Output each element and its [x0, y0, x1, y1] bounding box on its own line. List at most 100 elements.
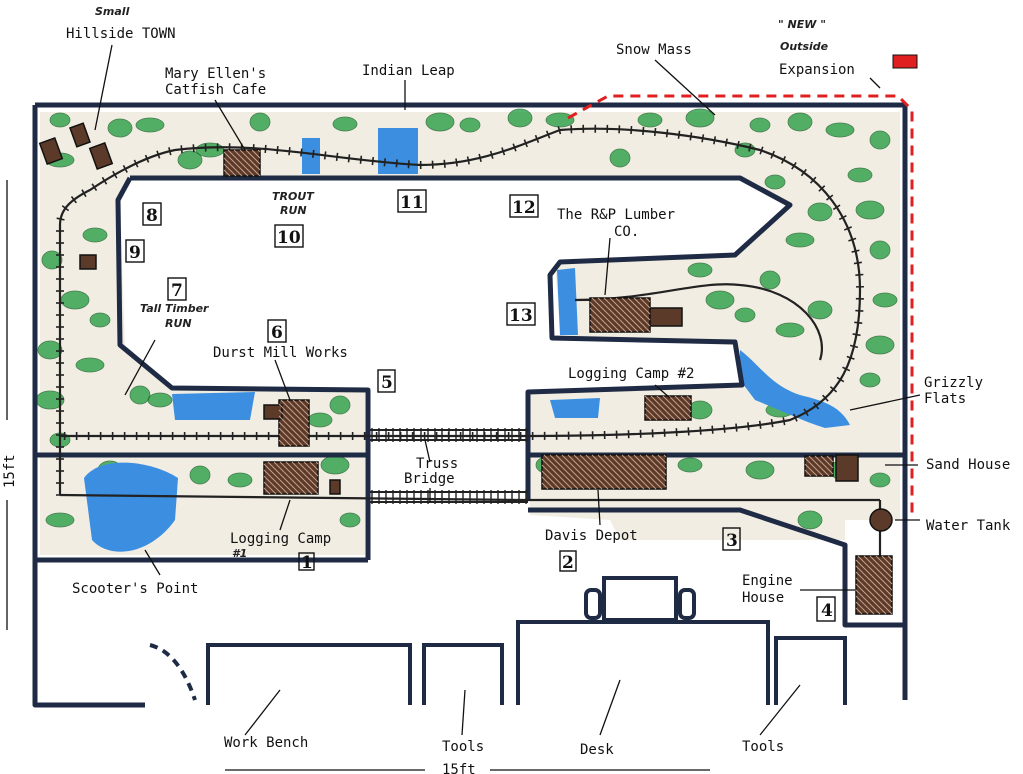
label-tall-timber: Tall Timber [140, 302, 209, 315]
tree-clump [847, 167, 873, 183]
label-outside: Outside [780, 40, 829, 53]
label-new: " NEW " [778, 18, 826, 31]
tree-clump [749, 117, 771, 133]
svg-text:5: 5 [381, 373, 393, 393]
svg-text:6: 6 [271, 323, 283, 343]
tree-clump [869, 472, 891, 488]
tree-clump [425, 112, 455, 132]
tree-clump [869, 130, 891, 150]
water-bodies [84, 128, 850, 552]
station-markers: 1 2 3 4 5 6 7 8 9 10 11 12 13 [125, 189, 836, 622]
label-sand-house: Sand House [926, 457, 1010, 473]
logging-camp-2-pond [550, 398, 600, 418]
track-ties [55, 124, 864, 496]
tree-clump [332, 116, 358, 132]
tree-clump [855, 200, 885, 220]
tree-clump [785, 232, 815, 248]
label-engine-house: House [742, 590, 784, 606]
logging-camp-1-shed [329, 479, 341, 495]
tree-clump [135, 117, 165, 133]
tree-clump [82, 227, 108, 243]
scenery-ground [40, 112, 900, 555]
depot-edge [528, 507, 905, 628]
svg-text:12: 12 [512, 198, 536, 218]
durst-mill-pond [172, 392, 255, 420]
station-2: 2 [559, 550, 577, 573]
label-tall-timber-run: RUN [165, 317, 192, 330]
speaker-left [584, 588, 602, 620]
label-truss: Truss [416, 456, 458, 472]
label-indian-leap: Indian Leap [362, 63, 455, 79]
tools-left-outline [422, 643, 504, 705]
durst-mill-annex [263, 404, 283, 420]
tree-clump [89, 312, 111, 328]
label-catfish-cafe: Catfish Cafe [165, 82, 266, 98]
tree-clump [507, 108, 533, 128]
tree-clump [734, 307, 756, 323]
hillside-house-3 [88, 141, 114, 171]
station-8: 8 [142, 202, 162, 226]
label-dimension-bottom: 15ft [442, 762, 476, 774]
tree-clump [107, 118, 133, 138]
svg-text:8: 8 [146, 206, 158, 226]
station-4: 4 [816, 596, 836, 622]
label-durst-mill: Durst Mill Works [213, 345, 348, 361]
lumber-spur [574, 283, 823, 361]
tree-clump [759, 270, 781, 290]
label-engine: Engine [742, 573, 793, 589]
svg-text:4: 4 [821, 601, 833, 621]
station-1: 1 [298, 552, 315, 573]
label-dimension-side: 15ft [2, 454, 18, 488]
tall-timber-cabin [79, 254, 97, 270]
station-5: 5 [377, 369, 396, 393]
station-9: 9 [125, 239, 145, 263]
dimension-lines [6, 180, 710, 771]
tree-clump [45, 512, 75, 528]
label-tools-right: Tools [742, 739, 784, 755]
water-tank-shape [869, 508, 893, 532]
label-logging-camp-1: Logging Camp [230, 531, 331, 547]
label-desk: Desk [580, 742, 614, 758]
tree-clump [320, 455, 350, 475]
speaker-right [678, 588, 696, 620]
tree-clump [787, 112, 813, 132]
label-trout-run: RUN [280, 204, 307, 217]
station-6: 6 [267, 319, 287, 343]
inner-aisle-edge [130, 175, 793, 500]
station-13: 13 [506, 302, 536, 326]
label-tools-left: Tools [442, 739, 484, 755]
tree-clump [129, 385, 151, 405]
tree-clump [37, 340, 63, 360]
tree-clump [147, 392, 173, 408]
label-expansion: Expansion [779, 62, 855, 78]
tree-clump [859, 372, 881, 388]
tree-clump [797, 510, 823, 530]
svg-text:3: 3 [726, 531, 738, 551]
label-davis-depot: Davis Depot [545, 528, 638, 544]
expansion-marker [892, 54, 918, 69]
tree-clump [865, 335, 895, 355]
hillside-house-2 [69, 122, 91, 148]
label-work-bench: Work Bench [224, 735, 308, 751]
lower-siding [59, 493, 880, 502]
scooters-point-lake [84, 462, 178, 552]
tree-clump [459, 117, 481, 133]
svg-text:2: 2 [562, 553, 574, 573]
hillside-house-1 [38, 136, 64, 166]
tree-clump [227, 472, 253, 488]
station-3: 3 [722, 527, 741, 551]
sand-house-annex [835, 454, 859, 482]
label-rp-lumber-co: CO. [614, 224, 639, 240]
label-trout: TROUT [272, 190, 315, 203]
tree-clump [705, 290, 735, 310]
tree-clump [329, 395, 351, 415]
tree-clump [609, 148, 631, 168]
tree-clump [339, 512, 361, 528]
work-bench-outline [206, 643, 412, 705]
outer-wall-left [32, 105, 145, 708]
room-furniture [206, 576, 847, 705]
lumber-mill-annex [649, 307, 683, 327]
label-flats: Flats [924, 391, 966, 407]
tree-clump [60, 290, 90, 310]
